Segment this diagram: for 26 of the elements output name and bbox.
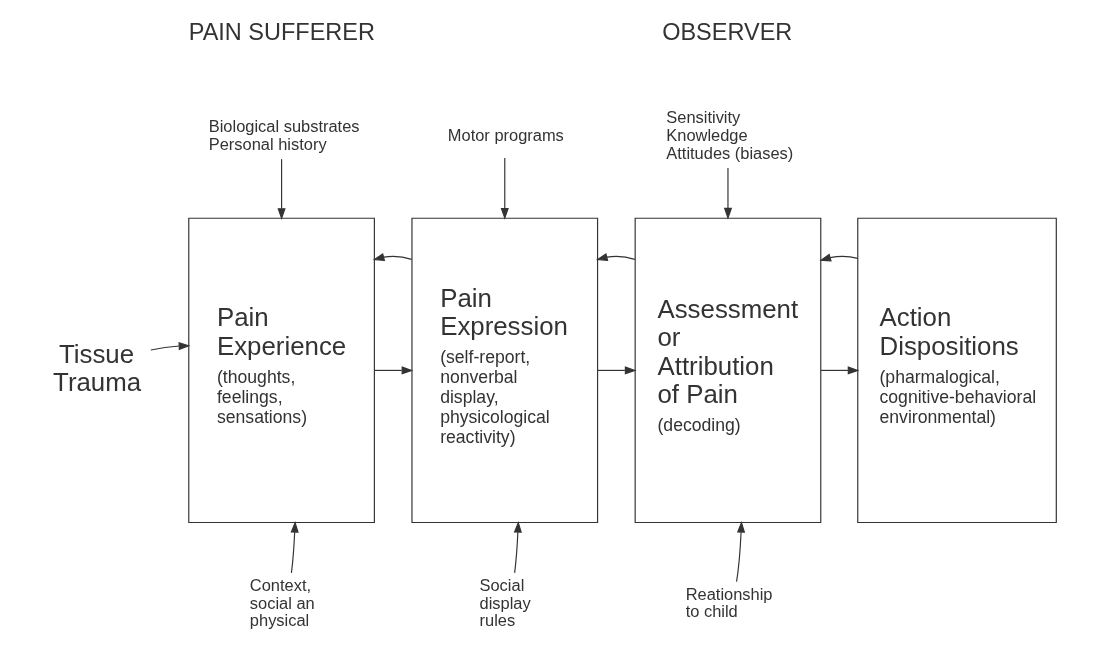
node-text: Social display rules	[479, 575, 531, 630]
label: OBSERVER	[662, 18, 793, 45]
node-text: Biological substrates Personal history	[208, 117, 360, 153]
arrow	[372, 253, 413, 262]
node-box: Pain Experience (thoughts, feelings, sensations)	[188, 217, 375, 524]
arrow	[597, 366, 637, 375]
node-text: Reationship to child	[685, 584, 773, 621]
arrow	[735, 520, 746, 583]
arrow	[373, 366, 414, 375]
node-box: Assessment or Attribution of Pain (decoding)	[634, 217, 822, 524]
arrow	[150, 341, 191, 351]
arrow	[595, 253, 636, 262]
arrow	[277, 158, 286, 221]
arrow	[513, 520, 522, 574]
label: PAIN SUFFERER	[188, 18, 375, 45]
arrow	[819, 253, 859, 262]
arrow	[500, 157, 509, 220]
node-text: Motor programs	[447, 125, 564, 144]
arrow	[290, 520, 299, 574]
node-text: Sensitivity Knowledge Attitudes (biases)	[666, 108, 794, 162]
node-text: Tissue Trauma	[53, 339, 142, 397]
node-text: Context, social an physical	[249, 575, 315, 630]
node-box: Action Dispositions (pharmalogical, cognitive-behavioral environmental)	[857, 217, 1057, 524]
arrow	[723, 167, 733, 220]
node-box: Pain Expression (self-report, nonverbal display, physicological reactivity)	[411, 217, 599, 524]
arrow	[820, 366, 860, 375]
